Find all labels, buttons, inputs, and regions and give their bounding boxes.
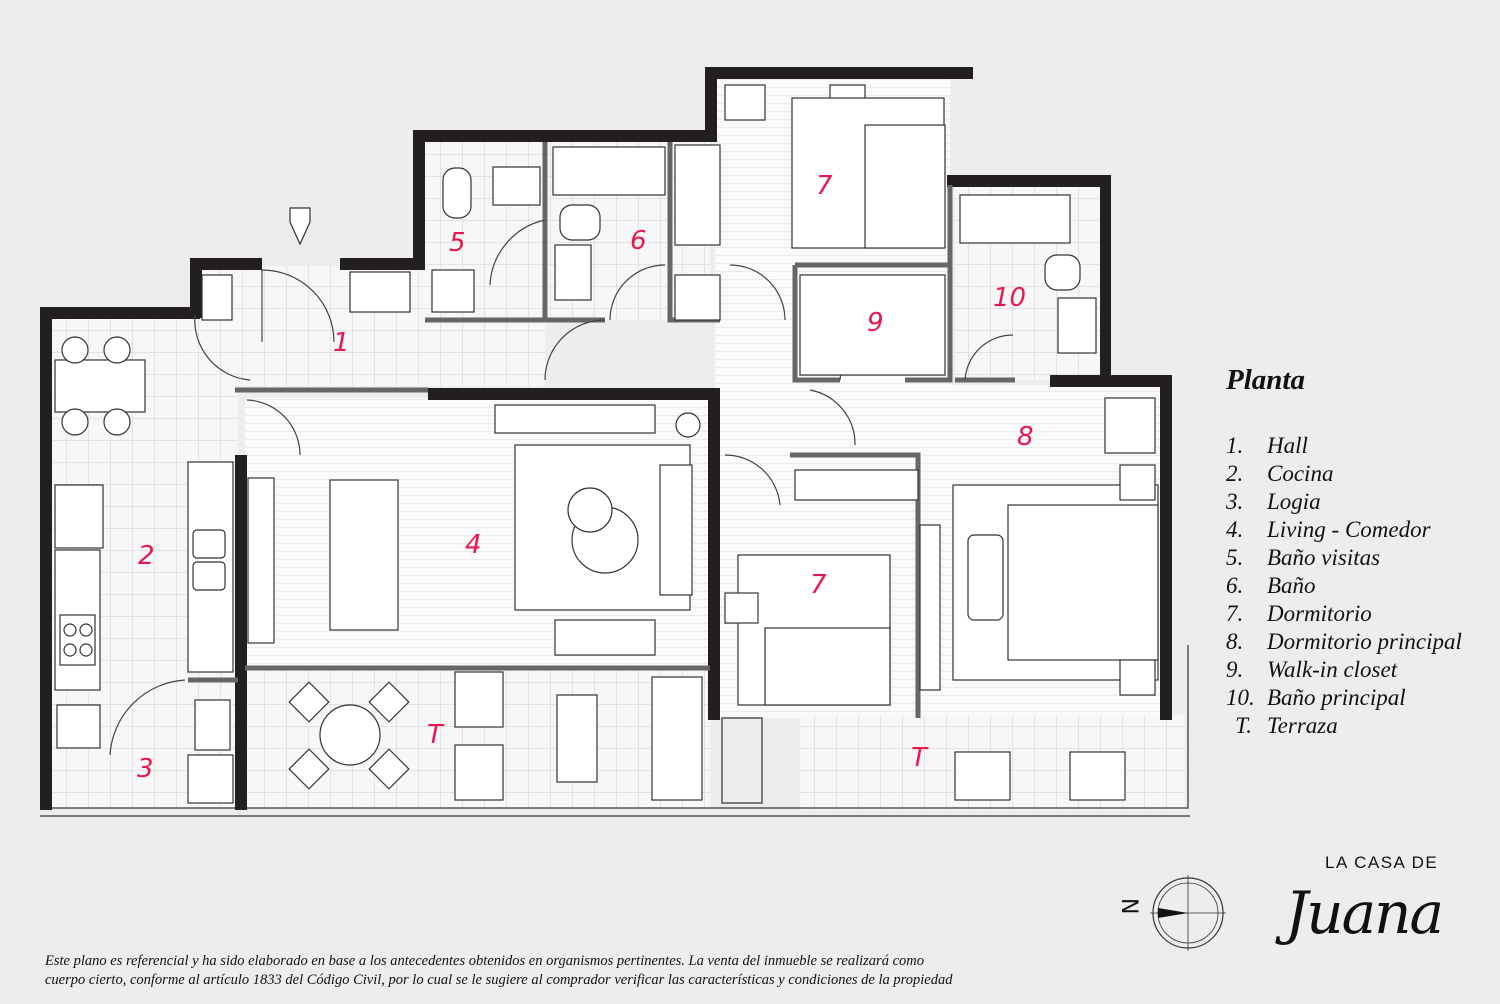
legend-num: 8. [1226, 629, 1244, 654]
terrace-table [319, 704, 381, 766]
logo-top-text: LA CASA DE [1325, 853, 1439, 872]
room-labels: 1 2 3 4 5 6 7 7 8 9 10 T T [137, 171, 1034, 784]
legend-item: 8. Dormitorio principal [1226, 628, 1462, 656]
legend-item: 9. Walk-in closet [1226, 656, 1462, 684]
room-label-2: 2 [138, 541, 155, 571]
bathtub [552, 146, 666, 196]
legend-item: 4. Living - Comedor [1226, 516, 1462, 544]
legend-label: Cocina [1267, 461, 1334, 486]
room-label-3: 3 [137, 754, 154, 784]
terrace-outline [40, 645, 1190, 817]
legend-item: T. Terraza [1226, 712, 1462, 740]
legend-item: 2. Cocina [1226, 460, 1462, 488]
partitions [188, 142, 1015, 718]
legend-label: Baño visitas [1267, 545, 1381, 570]
logo-script-text: Juana [1285, 879, 1444, 947]
room-label-4: 4 [465, 530, 482, 560]
legend-label: Terraza [1267, 713, 1338, 738]
room-label-9: 9 [867, 308, 884, 338]
furniture [54, 84, 1159, 804]
room-label-terrace-right: T [911, 743, 929, 773]
kitchen-table [54, 359, 146, 413]
room-label-6: 6 [630, 226, 647, 256]
walls [40, 67, 1172, 810]
legend-label: Baño [1267, 573, 1316, 598]
room-label-5: 5 [449, 228, 466, 258]
legend-num: 7. [1226, 601, 1244, 626]
legend-num: 9. [1226, 657, 1244, 682]
legend-num: 6. [1226, 573, 1244, 598]
legend-num: 5. [1226, 545, 1244, 570]
legend-label: Hall [1267, 433, 1308, 458]
legend-label: Dormitorio principal [1267, 629, 1462, 654]
legend-label: Dormitorio [1267, 601, 1372, 626]
legend-label: Logia [1267, 489, 1321, 514]
legend: Planta 1. Hall 2. Cocina 3. Logia 4. Living … [1226, 362, 1462, 740]
legend-item: 7. Dormitorio [1226, 600, 1462, 628]
legend-item: 5. Baño visitas [1226, 544, 1462, 572]
bathtub [959, 194, 1071, 244]
legend-num: 3. [1226, 489, 1244, 514]
legend-item: 10. Baño principal [1226, 684, 1462, 712]
north-compass-icon: N [1120, 875, 1226, 951]
disclaimer-line-2: cuerpo cierto, conforme al artículo 1833… [45, 972, 953, 988]
room-label-8: 8 [1017, 422, 1034, 452]
room-label-1: 1 [333, 328, 350, 358]
legend-title: Planta [1226, 364, 1305, 396]
legend-num: 1. [1226, 433, 1244, 458]
legend-num: T. [1235, 713, 1252, 738]
dining-table [329, 479, 399, 631]
doors [109, 219, 1014, 756]
disclaimer-line-1: Este plano es referencial y ha sido elab… [45, 953, 924, 969]
legend-label: Living - Comedor [1267, 517, 1431, 542]
legend-item: 1. Hall [1226, 432, 1462, 460]
room-label-7-upper: 7 [816, 171, 833, 201]
legend-num: 4. [1226, 517, 1244, 542]
brand-logo: LA CASA DE Juana [1275, 852, 1475, 992]
legend-item: 6. Baño [1226, 572, 1462, 600]
entrance-arrow-icon [289, 207, 311, 246]
legend-num: 10. [1226, 685, 1255, 710]
compass-north-label: N [1120, 898, 1141, 914]
disclaimer: Este plano es referencial y ha sido elab… [45, 952, 1105, 990]
room-label-10: 10 [993, 283, 1026, 313]
toilet [442, 167, 472, 219]
legend-label: Baño principal [1267, 685, 1406, 710]
legend-item: 3. Logia [1226, 488, 1462, 516]
room-label-terrace-left: T [427, 720, 445, 750]
bed [1007, 504, 1159, 661]
legend-label: Walk-in closet [1267, 657, 1398, 682]
stove [59, 614, 96, 666]
legend-num: 2. [1226, 461, 1244, 486]
room-label-7-lower: 7 [810, 570, 827, 600]
